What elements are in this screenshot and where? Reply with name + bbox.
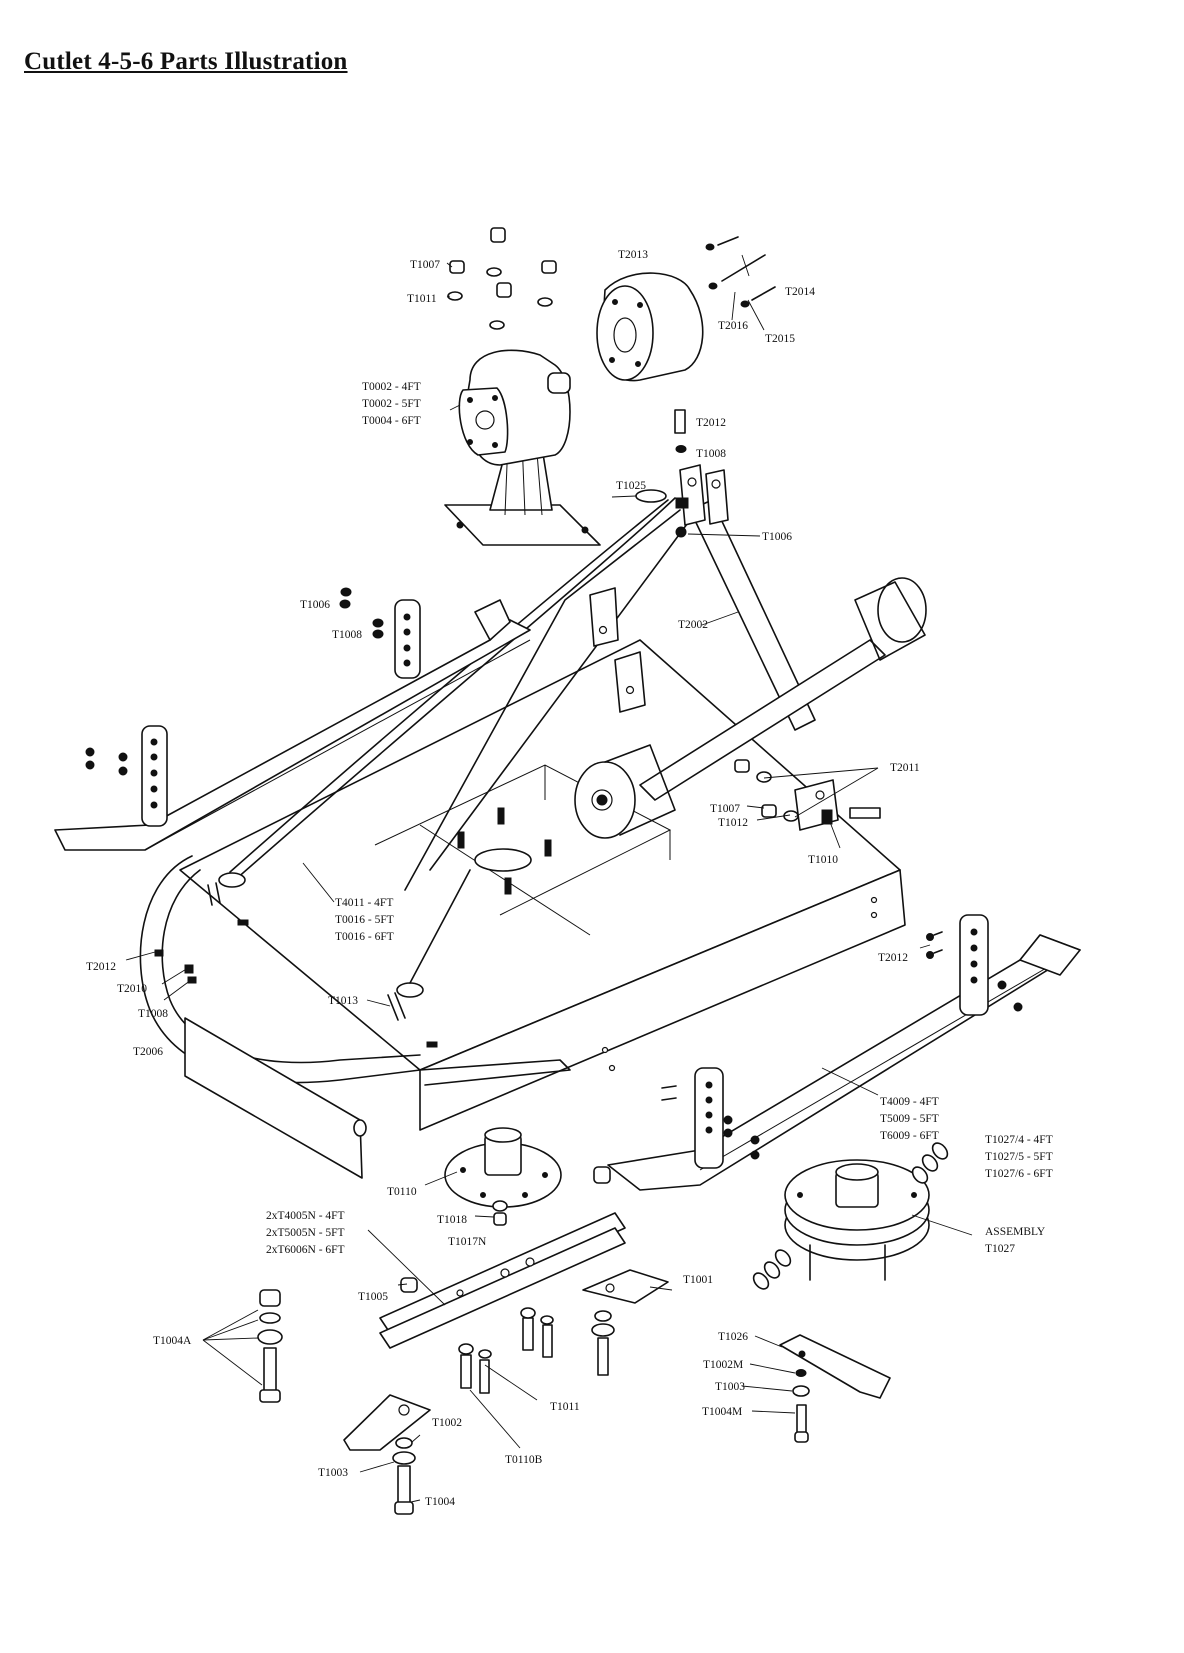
label-t2012-top: T2012 [696, 417, 726, 429]
hardware-nuts-washers [154, 227, 943, 1048]
label-t1002m: T1002M [703, 1359, 743, 1371]
left-skid [54, 599, 531, 851]
label-t2012-right: T2012 [878, 952, 908, 964]
label-t2006: T2006 [133, 1046, 163, 1058]
label-rod-5ft: T0016 - 5FT [335, 914, 394, 926]
label-t1006-left: T1006 [300, 599, 330, 611]
blades-and-bolts [257, 1269, 891, 1515]
label-chain-4ft: T1027/4 - 4FT [985, 1134, 1053, 1146]
label-t1018: T1018 [437, 1214, 467, 1226]
label-skid-6ft: T6009 - 6FT [880, 1130, 939, 1142]
page-title: Cutlet 4-5-6 Parts Illustration [24, 48, 348, 75]
part-labels: T1007 T1011 T2013 T2014 T2016 T2015 T000… [86, 249, 1053, 1508]
label-t1011-low: T1011 [550, 1401, 580, 1413]
label-bar-5ft: 2xT5005N - 5FT [266, 1227, 345, 1239]
label-t1001: T1001 [683, 1274, 713, 1286]
label-rod-6ft: T0016 - 6FT [335, 931, 394, 943]
label-t1008-low: T1008 [138, 1008, 168, 1020]
label-t2002: T2002 [678, 619, 708, 631]
label-t2010: T2010 [117, 983, 147, 995]
label-t1003-low: T1003 [318, 1467, 348, 1479]
label-bar-6ft: 2xT6006N - 6FT [266, 1244, 345, 1256]
blade-bar [379, 1200, 626, 1349]
label-t1017n: T1017N [448, 1236, 487, 1248]
label-t1003-right: T1003 [715, 1381, 745, 1393]
label-t1011-top: T1011 [407, 293, 437, 305]
label-t1004m: T1004M [702, 1406, 742, 1418]
a-frame-hitch [207, 464, 816, 1021]
label-gearbox-4ft: T0002 - 4FT [362, 381, 421, 393]
label-t2014: T2014 [785, 286, 815, 298]
slip-clutch-assembly [752, 1142, 949, 1290]
label-t1025: T1025 [616, 480, 646, 492]
leader-lines [125, 254, 973, 1503]
label-t1006-right: T1006 [762, 531, 792, 543]
label-skid-5ft: T5009 - 5FT [880, 1113, 939, 1125]
label-rod-4ft: T4011 - 4FT [335, 897, 393, 909]
label-skid-4ft: T4009 - 4FT [880, 1096, 939, 1108]
label-t2011: T2011 [890, 762, 920, 774]
label-gearbox-6ft: T0004 - 6FT [362, 415, 421, 427]
rear-flap [184, 1017, 367, 1179]
label-t0110b: T0110B [505, 1454, 543, 1466]
label-t1027: T1027 [985, 1243, 1015, 1255]
label-t1007-mid: T1007 [710, 803, 740, 815]
label-t1010: T1010 [808, 854, 838, 866]
label-t2015: T2015 [765, 333, 795, 345]
label-chain-5ft: T1027/5 - 5FT [985, 1151, 1053, 1163]
label-t1004a: T1004A [153, 1335, 192, 1347]
label-t1002: T1002 [432, 1417, 462, 1429]
right-skid [607, 914, 1081, 1191]
label-gearbox-5ft: T0002 - 5FT [362, 398, 421, 410]
label-t1013: T1013 [328, 995, 358, 1007]
label-t1012: T1012 [718, 817, 748, 829]
label-assembly: ASSEMBLY [985, 1226, 1046, 1238]
label-t0110: T0110 [387, 1186, 417, 1198]
label-t1007-top: T1007 [410, 259, 440, 271]
label-chain-6ft: T1027/6 - 6FT [985, 1168, 1053, 1180]
label-t1008-left: T1008 [332, 629, 362, 641]
label-t1026: T1026 [718, 1331, 748, 1343]
drive-shaft [574, 577, 927, 839]
label-bar-4ft: 2xT4005N - 4FT [266, 1210, 345, 1222]
bearing-housing [596, 272, 704, 382]
label-t2016: T2016 [718, 320, 748, 332]
blade-holder-hub [444, 1127, 884, 1208]
label-t1004: T1004 [425, 1496, 455, 1508]
label-t2013: T2013 [618, 249, 648, 261]
label-t2012-left: T2012 [86, 961, 116, 973]
label-t1005: T1005 [358, 1291, 388, 1303]
label-t1008-top: T1008 [696, 448, 726, 460]
gearbox [444, 349, 601, 546]
